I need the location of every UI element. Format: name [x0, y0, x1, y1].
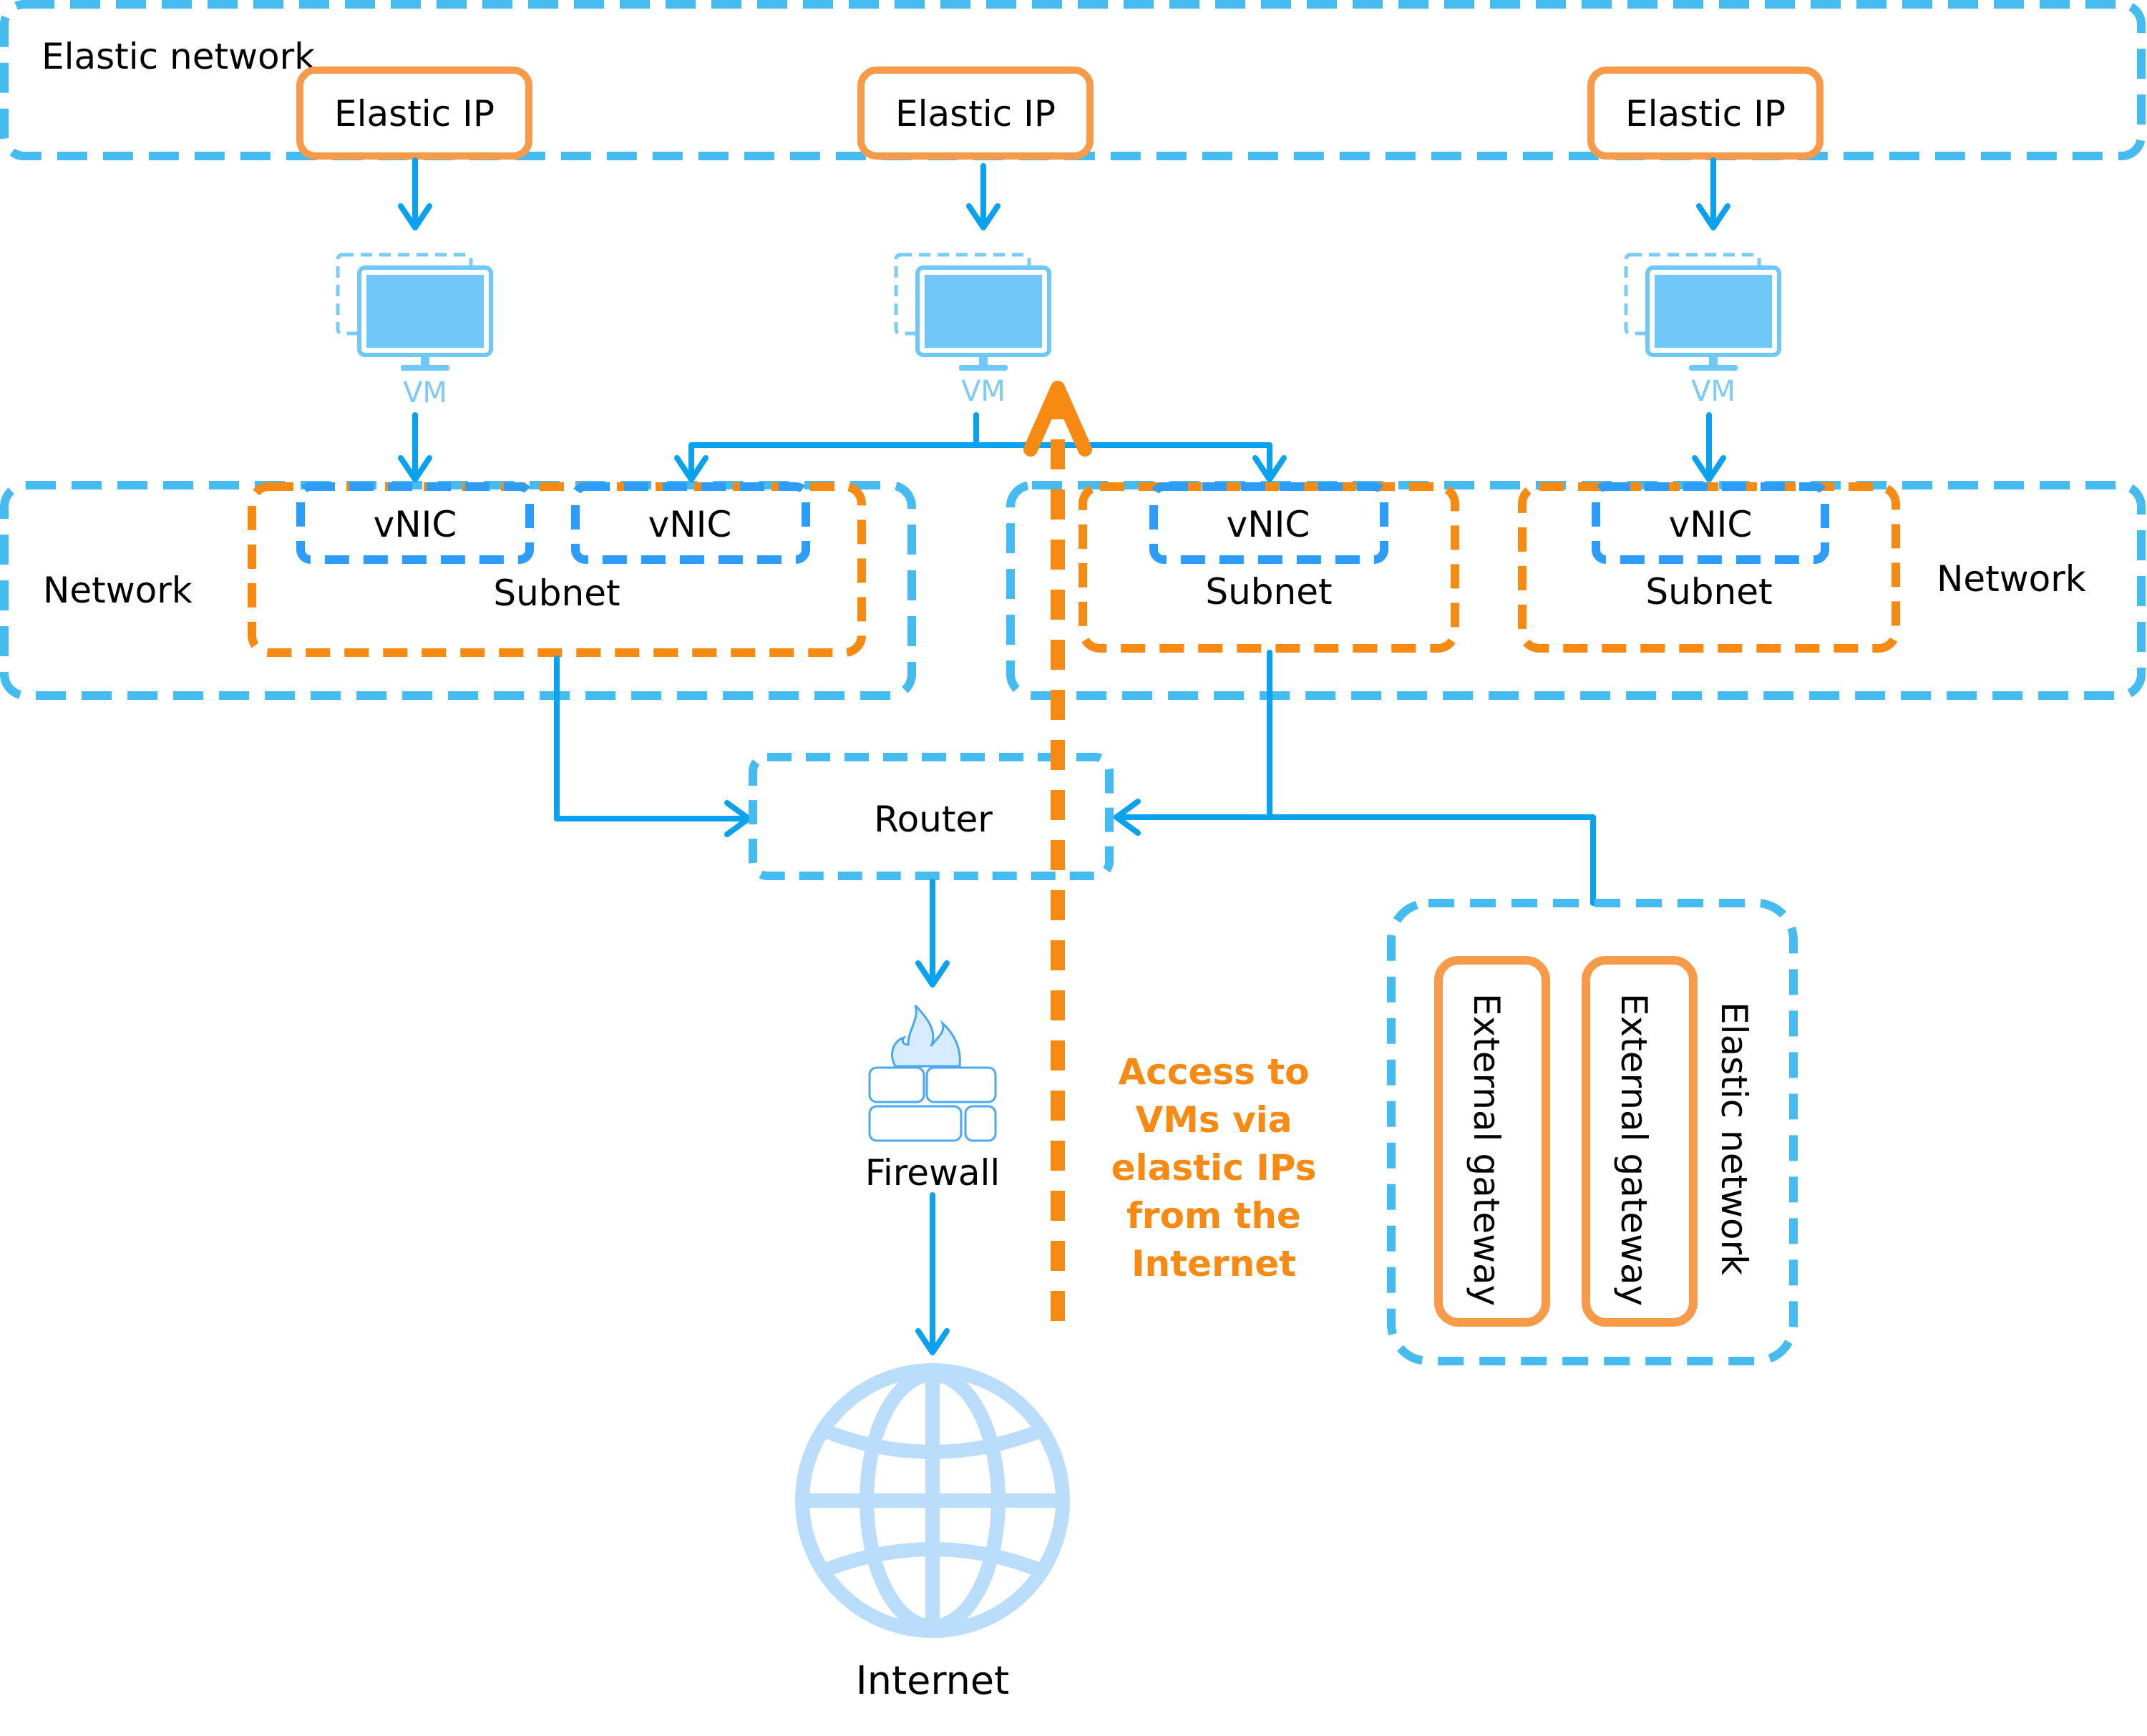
external-gateway-label: External gateway: [1466, 993, 1507, 1306]
subnet-label: Subnet: [1645, 571, 1772, 613]
access-annotation: Access to VMs via elastic IPs from the I…: [1111, 1051, 1317, 1284]
annotation-line-3: elastic IPs: [1111, 1147, 1317, 1189]
vnic-label: vNIC: [374, 504, 457, 545]
connector-eip1-vm1: [398, 157, 432, 230]
connector-eip3-vm3: [1696, 157, 1730, 230]
router[interactable]: Router: [749, 753, 1114, 880]
network-label: Network: [1937, 558, 2086, 600]
elastic-ip-label: Elastic IP: [1625, 93, 1786, 135]
connector-vm2-vnics: [674, 412, 1287, 482]
elastic-network-side-container: Elastic network: [1387, 899, 1798, 1365]
connector-subnet-middle-router: [1114, 650, 1272, 836]
external-gateway-1[interactable]: External gateway: [1434, 956, 1550, 1327]
elastic-ip-label: Elastic IP: [895, 93, 1056, 135]
connector-firewall-internet: [915, 1192, 950, 1355]
connector-gateway-router: [1267, 814, 1596, 906]
vm-1[interactable]: VM: [336, 253, 493, 409]
network-right: Network: [1006, 481, 2146, 700]
vm-label: VM: [961, 375, 1006, 408]
elastic-ip-box[interactable]: [1587, 67, 1824, 160]
vnic-border: [571, 482, 810, 564]
firewall-label: Firewall: [865, 1152, 1001, 1194]
vnic-1[interactable]: vNIC: [296, 482, 534, 564]
internet[interactable]: Internet: [795, 1363, 1070, 1703]
vnic-4[interactable]: vNIC: [1592, 482, 1829, 564]
annotation-line-1: Access to: [1118, 1051, 1309, 1093]
vm-3[interactable]: VM: [1624, 253, 1781, 408]
vnic-label: vNIC: [1227, 504, 1310, 545]
elastic-ip-3[interactable]: Elastic IP: [1587, 67, 1824, 160]
elastic-ip-to-vm-connectors: [398, 157, 1730, 230]
subnet-label: Subnet: [1205, 571, 1332, 613]
network-label: Network: [43, 570, 193, 611]
vnic-border: [296, 482, 534, 564]
elastic-ip-label: Elastic IP: [334, 93, 495, 135]
elastic-ip-2[interactable]: Elastic IP: [857, 67, 1094, 160]
annotation-line-4: from the: [1126, 1195, 1301, 1237]
vm-label: VM: [1691, 375, 1735, 408]
elastic-ip-box[interactable]: [296, 67, 532, 160]
connector-vm1-vnic1: [398, 412, 432, 482]
elastic-network-top-label: Elastic network: [42, 36, 315, 77]
access-path-arrow: [1023, 381, 1092, 1321]
subnet-to-router-connectors: [554, 650, 1596, 906]
connector-eip2-vm2: [966, 163, 1001, 230]
connector-subnet-left-router: [554, 655, 751, 837]
external-gateway-box[interactable]: [1434, 956, 1550, 1327]
firewall[interactable]: Firewall: [865, 1004, 1001, 1194]
vnic-2[interactable]: vNIC: [571, 482, 810, 564]
router-label: Router: [874, 799, 993, 840]
internet-label: Internet: [856, 1658, 1009, 1703]
network-left-border: [0, 481, 916, 700]
vm-label: VM: [403, 376, 447, 409]
connector-router-firewall: [915, 879, 950, 988]
firewall-icon: [868, 1004, 997, 1142]
subnet-border: [248, 482, 866, 657]
connector-vm3-vnic4: [1692, 412, 1726, 482]
elastic-ip-1[interactable]: Elastic IP: [296, 67, 532, 160]
vnic-border: [1149, 482, 1388, 564]
annotation-line-5: Internet: [1131, 1243, 1296, 1284]
vnic-label: vNIC: [648, 504, 732, 545]
vm-monitor-icon: [894, 253, 1051, 371]
vm-monitor-icon: [1624, 253, 1781, 371]
vm-monitor-icon: [336, 253, 493, 371]
access-path-arrowhead: [1023, 381, 1092, 457]
subnet-border: [1518, 482, 1900, 653]
subnet-middle[interactable]: Subnet: [1079, 482, 1459, 653]
external-gateway-label: External gateway: [1613, 993, 1655, 1306]
elastic-network-side-label: Elastic network: [1713, 1002, 1755, 1275]
router-border: [749, 753, 1114, 880]
vm-to-vnic-connectors: [398, 412, 1726, 482]
globe-icon: [795, 1363, 1070, 1638]
vnic-border: [1592, 482, 1829, 564]
network-right-border: [1006, 481, 2146, 700]
vm-2[interactable]: VM: [894, 253, 1051, 408]
annotation-line-2: VMs via: [1135, 1099, 1292, 1141]
external-gateway-2[interactable]: External gateway: [1582, 956, 1698, 1327]
elastic-ip-box[interactable]: [857, 67, 1094, 160]
subnet-border: [1079, 482, 1459, 653]
subnet-left[interactable]: Subnet: [248, 482, 866, 657]
subnet-right[interactable]: Subnet: [1518, 482, 1900, 653]
vnic-label: vNIC: [1669, 504, 1753, 545]
external-gateway-box[interactable]: [1582, 956, 1698, 1327]
network-left: Network: [0, 481, 916, 700]
vnic-3[interactable]: vNIC: [1149, 482, 1388, 564]
subnet-label: Subnet: [493, 572, 620, 614]
